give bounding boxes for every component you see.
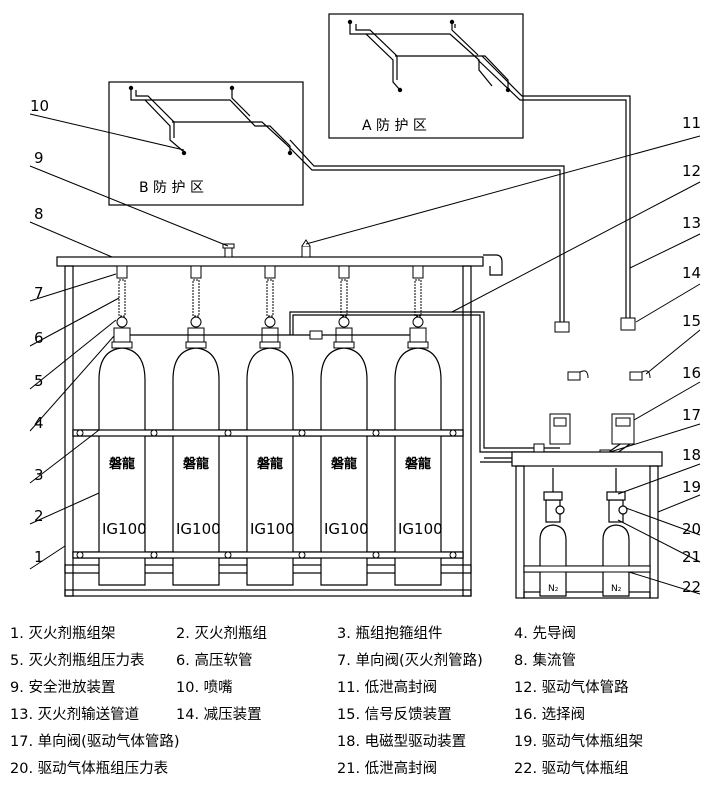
cylinder-brand: 磐龍: [405, 456, 431, 472]
callout-10: 10: [30, 97, 49, 115]
legend-item-20: 20. 驱动气体瓶组压力表: [10, 761, 169, 777]
driver-cylinders: [539, 468, 630, 597]
cylinder-brand: 磐龍: [257, 456, 283, 472]
cylinder-model: IG100: [324, 520, 369, 538]
callout-20: 20: [682, 520, 701, 538]
safety-relief-device: [222, 243, 235, 258]
system-diagram: A 防 护 区 B 防 护 区: [29, 13, 701, 599]
cylinder-brand: 磐龍: [331, 456, 357, 472]
callout-22: 22: [682, 578, 701, 596]
legend-item-9: 9. 安全泄放装置: [10, 680, 116, 696]
zone-b-label: B 防 护 区: [139, 180, 204, 196]
cylinder-brand: 磐龍: [183, 456, 209, 472]
callout-6: 6: [34, 329, 44, 347]
driver-gas-label: N₂: [548, 584, 559, 594]
hoop-bolts-front: [76, 429, 457, 559]
legend-item-1: 1. 灭火剂瓶组架: [10, 626, 116, 642]
callout-19: 19: [682, 478, 701, 496]
zone-a-box: A 防 护 区: [328, 13, 524, 139]
agent-cylinders: [98, 347, 442, 586]
legend-item-6: 6. 高压软管: [176, 653, 253, 669]
selector-assemblies: [549, 317, 651, 445]
callout-21: 21: [682, 548, 701, 566]
callout-5: 5: [34, 372, 44, 390]
callout-12: 12: [682, 162, 701, 180]
legend-item-22: 22. 驱动气体瓶组: [514, 761, 629, 777]
callout-16: 16: [682, 364, 701, 382]
callout-7: 7: [34, 284, 44, 302]
hoop-bands-front: [72, 429, 464, 559]
callout-9: 9: [34, 149, 44, 167]
leader-lines: [29, 113, 701, 595]
callout-3: 3: [34, 466, 44, 484]
legend-item-21: 21. 低泄高封阀: [337, 761, 438, 777]
legend-item-3: 3. 瓶组抱箍组件: [337, 626, 443, 642]
legend-item-13: 13. 灭火剂输送管道: [10, 707, 140, 723]
callout-8: 8: [34, 205, 44, 223]
callout-14: 14: [682, 264, 701, 282]
legend-item-15: 15. 信号反馈装置: [337, 707, 452, 723]
callout-1: 1: [34, 548, 44, 566]
cylinder-labels: 磐龍 磐龍 磐龍 磐龍 磐龍 IG100 IG100 IG100 IG100 I…: [102, 456, 443, 538]
cylinder-heads: [111, 265, 429, 349]
zone-a-label: A 防 护 区: [362, 118, 427, 134]
legend-item-18: 18. 电磁型驱动装置: [337, 734, 467, 750]
driver-gas-label: N₂: [611, 584, 622, 594]
cylinder-model: IG100: [250, 520, 295, 538]
cylinder-brand: 磐龍: [109, 456, 135, 472]
callout-13: 13: [682, 214, 701, 232]
callout-15: 15: [682, 312, 701, 330]
driver-bands: [523, 565, 651, 573]
delivery-pipes: [285, 55, 631, 322]
parts-legend: 1. 灭火剂瓶组架 2. 灭火剂瓶组 3. 瓶组抱箍组件 4. 先导阀 5. 灭…: [0, 618, 721, 788]
callout-17: 17: [682, 406, 701, 424]
legend-item-19: 19. 驱动气体瓶组架: [514, 734, 644, 750]
legend-item-10: 10. 喷嘴: [176, 680, 233, 696]
zone-b-box: B 防 护 区: [108, 81, 304, 206]
callout-4: 4: [34, 414, 44, 432]
legend-item-4: 4. 先导阀: [514, 626, 576, 642]
callout-numbers: 1 2 3 4 5 6 7 8 9 10 11 12 13 14 15 16 1…: [30, 97, 701, 596]
callout-18: 18: [682, 446, 701, 464]
legend-item-17: 17. 单向阀(驱动气体管路): [10, 734, 180, 750]
legend-item-16: 16. 选择阀: [514, 707, 586, 723]
callout-11: 11: [682, 114, 701, 132]
cylinder-model: IG100: [398, 520, 443, 538]
cylinder-model: IG100: [102, 520, 147, 538]
legend-item-7: 7. 单向阀(灭火剂管路): [337, 653, 483, 669]
callout-2: 2: [34, 507, 44, 525]
low-leak-valve-manifold: [301, 239, 311, 258]
legend-item-14: 14. 减压装置: [176, 707, 262, 723]
driver-cylinder-rack: [511, 451, 663, 599]
legend-item-2: 2. 灭火剂瓶组: [176, 626, 267, 642]
legend-item-12: 12. 驱动气体管路: [514, 680, 629, 696]
cylinder-model: IG100: [176, 520, 221, 538]
legend-item-5: 5. 灭火剂瓶组压力表: [10, 653, 145, 669]
legend-item-11: 11. 低泄高封阀: [337, 680, 438, 696]
legend-item-8: 8. 集流管: [514, 653, 576, 669]
